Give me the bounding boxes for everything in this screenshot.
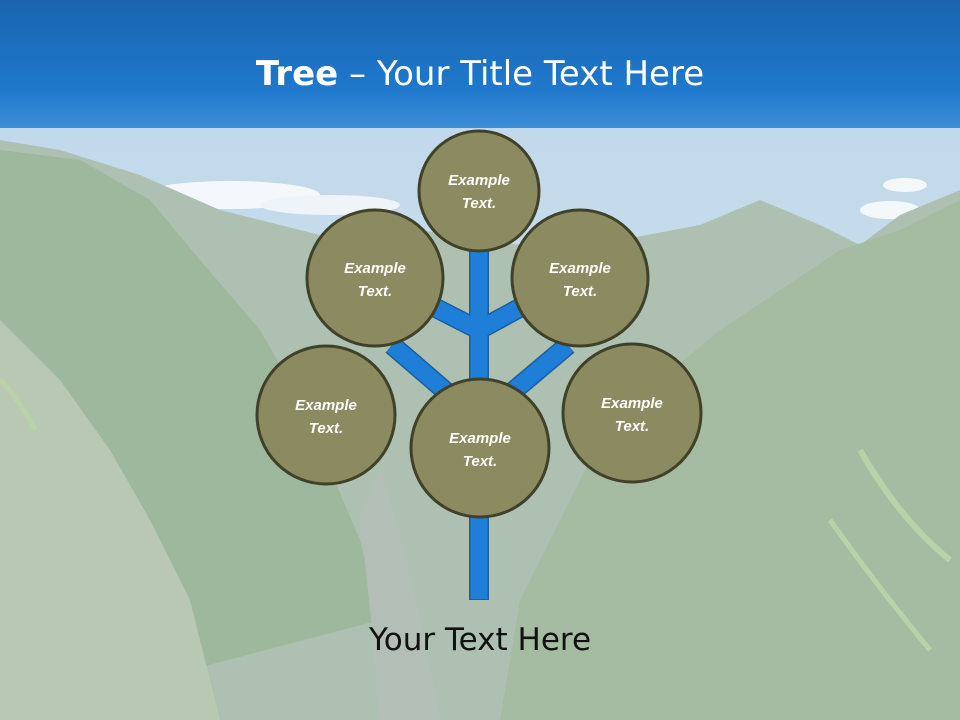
node-label-line2: Text. <box>563 283 597 300</box>
title-bold: Tree <box>255 54 339 94</box>
tree-node-top: Example Text. <box>417 129 541 253</box>
slide-title: Tree – Your Title Text Here <box>0 52 960 96</box>
tree-node-lower-right: Example Text. <box>561 342 703 484</box>
node-label-line2: Text. <box>462 195 496 212</box>
node-label-line1: Example <box>601 395 663 412</box>
tree-node-upper-right: Example Text. <box>510 208 650 348</box>
bottom-caption: Your Text Here <box>368 622 592 658</box>
tree-node-center: Example Text. <box>409 377 551 519</box>
node-label-line1: Example <box>295 397 357 414</box>
title-dash: – <box>338 54 377 94</box>
tree-node-upper-left: Example Text. <box>305 208 445 348</box>
node-label-line1: Example <box>448 172 510 189</box>
node-label-line2: Text. <box>463 453 497 470</box>
node-label-line1: Example <box>549 260 611 277</box>
node-label-line1: Example <box>344 260 406 277</box>
tree-node-lower-left: Example Text. <box>255 344 397 486</box>
title-rest: Your Title Text Here <box>376 54 705 94</box>
node-label-line1: Example <box>449 430 511 447</box>
node-label-line2: Text. <box>309 420 343 437</box>
node-label-line2: Text. <box>358 283 392 300</box>
node-label-line2: Text. <box>615 418 649 435</box>
title-bar <box>0 0 960 128</box>
